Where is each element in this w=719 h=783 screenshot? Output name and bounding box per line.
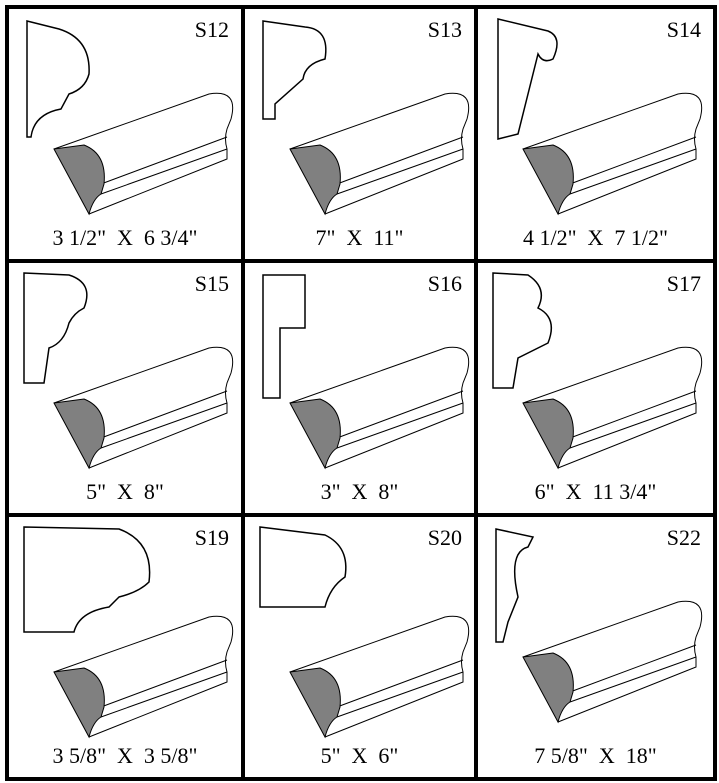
profile-section-filled <box>53 144 105 216</box>
moulding-drawing <box>259 526 470 739</box>
profile-section-filled <box>522 144 574 216</box>
profile-dimensions: 5" X 6" <box>320 743 399 768</box>
profile-dimensions: 7" X 11" <box>315 225 404 250</box>
moulding-extrusion <box>289 92 470 215</box>
profile-grid: S12 3 1/2" X 6 3/4" S13 7" X 11" S14 4 1… <box>5 5 717 781</box>
profile-outline <box>497 18 558 140</box>
profile-dimensions: 3" X 8" <box>320 479 399 504</box>
profile-cell-s19: S19 3 5/8" X 3 5/8" <box>9 517 245 777</box>
moulding-extrusion <box>289 346 470 469</box>
profile-cell-s17: S17 6" X 11 3/4" <box>478 263 713 517</box>
moulding-drawing <box>262 20 470 216</box>
moulding-extrusion <box>522 92 703 215</box>
profile-cell-s16: S16 3" X 8" <box>245 263 478 517</box>
profile-cell-s12: S12 3 1/2" X 6 3/4" <box>9 9 245 263</box>
profile-dimensions: 6" X 11 3/4" <box>534 479 657 504</box>
profile-section-filled <box>289 398 341 470</box>
profile-code: S14 <box>666 17 701 42</box>
moulding-extrusion <box>289 615 470 738</box>
moulding-extrusion <box>522 346 703 469</box>
profile-code: S17 <box>666 271 701 296</box>
profile-section-filled <box>522 398 574 470</box>
profile-section-filled <box>53 398 105 470</box>
profile-outline <box>492 272 553 389</box>
profile-code: S15 <box>194 271 229 296</box>
moulding-drawing <box>23 272 234 470</box>
profile-cell-s15: S15 5" X 8" <box>9 263 245 517</box>
profile-section-filled <box>53 667 105 739</box>
profile-cell-s14: S14 4 1/2" X 7 1/2" <box>478 9 713 263</box>
profile-outline <box>26 20 90 138</box>
profile-code: S16 <box>427 271 462 296</box>
profile-dimensions: 7 5/8" X 18" <box>534 743 657 768</box>
profile-code: S12 <box>194 17 229 42</box>
moulding-drawing <box>492 272 703 470</box>
profile-dimensions: 5" X 8" <box>86 479 164 504</box>
profile-section-filled <box>289 144 341 216</box>
profile-outline <box>262 20 327 120</box>
profile-cell-s13: S13 7" X 11" <box>245 9 478 263</box>
moulding-drawing <box>262 274 470 470</box>
profile-outline <box>23 272 88 384</box>
profile-dimensions: 3 1/2" X 6 3/4" <box>52 225 198 250</box>
profile-outline <box>262 274 306 399</box>
profile-dimensions: 4 1/2" X 7 1/2" <box>522 225 669 250</box>
profile-code: S19 <box>194 525 229 550</box>
moulding-extrusion <box>53 615 234 738</box>
profile-outline <box>495 528 535 643</box>
moulding-extrusion <box>53 346 234 469</box>
profile-dimensions: 3 5/8" X 3 5/8" <box>52 743 198 768</box>
profile-outline <box>23 526 151 633</box>
profile-section-filled <box>522 652 574 724</box>
profile-code: S20 <box>427 525 462 550</box>
moulding-drawing <box>495 528 703 724</box>
profile-cell-s22: S22 7 5/8" X 18" <box>478 517 713 777</box>
moulding-drawing <box>26 20 234 216</box>
profile-cell-s20: S20 5" X 6" <box>245 517 478 777</box>
moulding-drawing <box>497 18 703 216</box>
moulding-drawing <box>23 526 234 739</box>
profile-code: S13 <box>427 17 462 42</box>
profile-outline <box>259 526 347 608</box>
moulding-extrusion <box>53 92 234 215</box>
moulding-extrusion <box>522 600 703 723</box>
profile-code: S22 <box>666 525 701 550</box>
profile-section-filled <box>289 667 341 739</box>
